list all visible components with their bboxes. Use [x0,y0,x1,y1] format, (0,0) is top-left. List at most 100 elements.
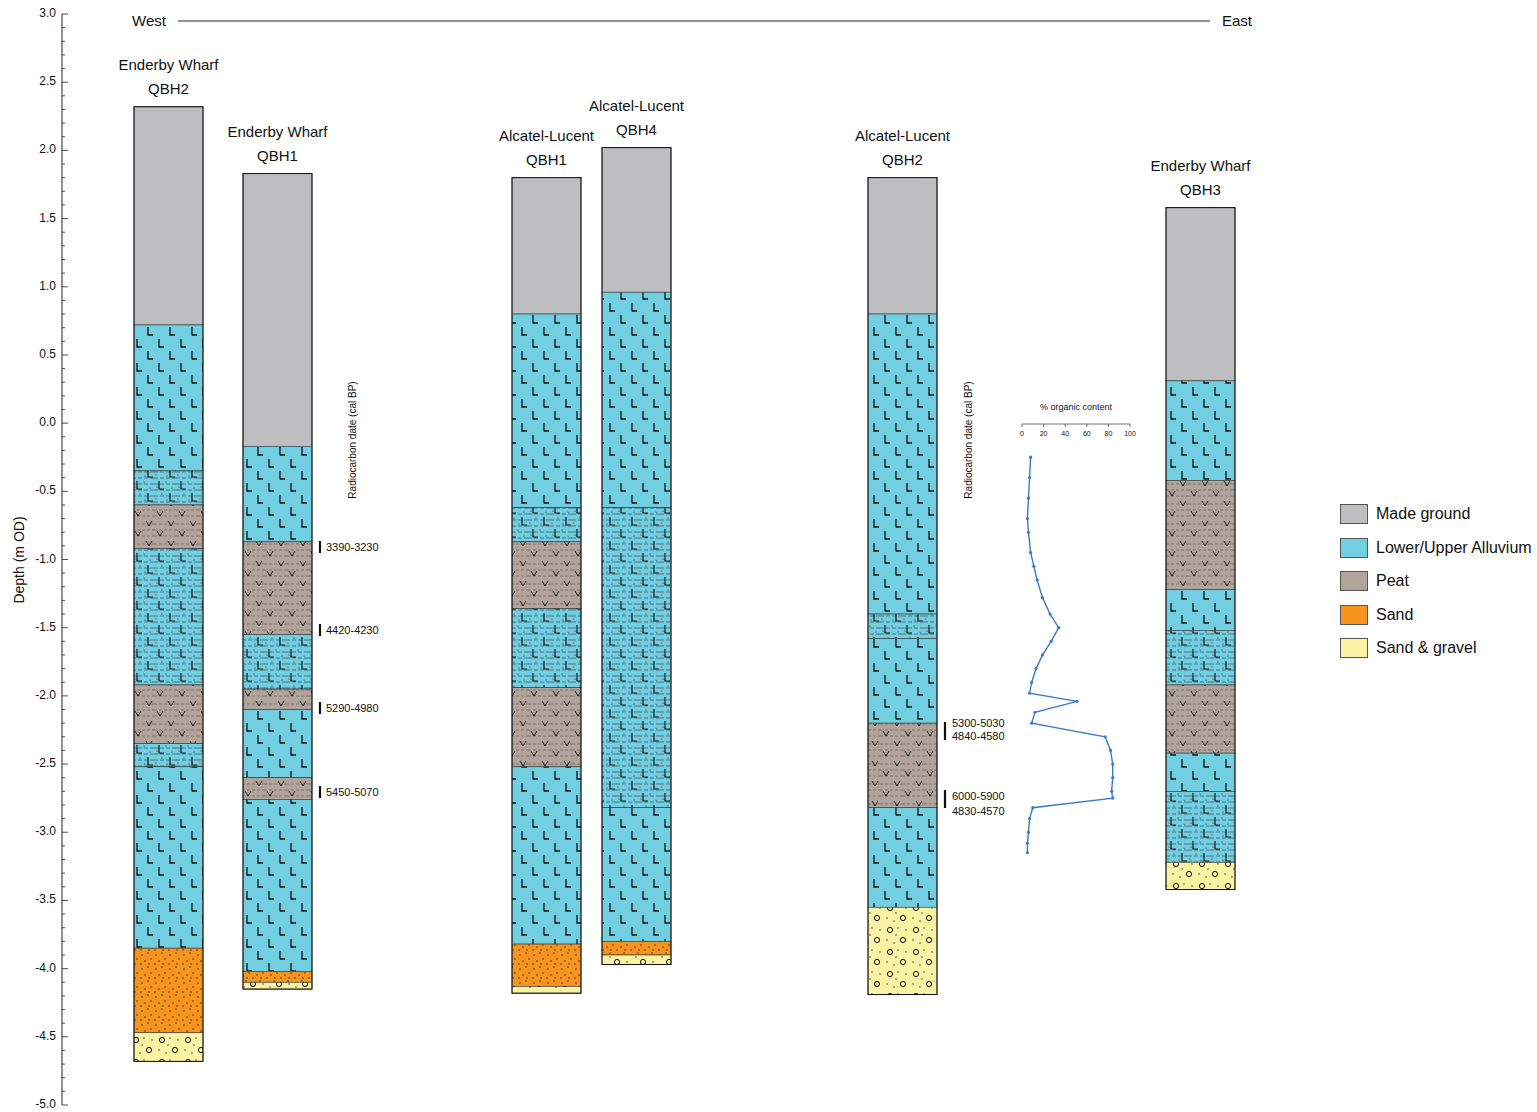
column-outline [134,107,203,1062]
column-outline [512,178,581,994]
tick-label: 100 [1124,430,1136,438]
stratum-layer [243,689,312,709]
stratum-layer [1166,791,1235,862]
stratum-layer [134,1033,203,1062]
stratum-layer [1166,753,1235,791]
stratum-layer [243,635,312,690]
stratum-layer [868,314,937,614]
tick-label: 20 [1040,430,1048,438]
stratum-layer [512,767,581,944]
tick-label: -5.0 [35,1098,56,1111]
stratum-layer [134,744,203,767]
column-outline [868,178,937,995]
radiocarbon-date: 4830-4570 [952,805,1005,817]
stratum-layer [243,982,312,989]
tick-label: -2.5 [35,757,56,770]
tick-label: 0.5 [39,348,56,361]
radiocarbon-date: 6000-5900 [952,790,1005,802]
legend-swatch [1340,571,1368,591]
borehole-columns [134,107,1235,1062]
stratum-layer [134,767,203,948]
stratum-layer [868,614,937,639]
borehole-column: Alcatel-Lucent QBH4 [572,94,702,965]
stratum-layer [512,944,581,986]
stratum-layer [1166,630,1235,685]
stratum-layer [512,688,581,767]
legend-label: Lower/Upper Alluvium [1376,539,1532,557]
stratum-layer [868,808,937,908]
borehole-name: Enderby Wharf QBH1 [216,120,340,168]
stratum-layer [243,971,312,982]
organic-curve [1022,424,1130,854]
legend-label: Sand [1376,606,1413,624]
tick-label: -4.5 [35,1030,56,1043]
tick-label: 2.5 [39,76,56,89]
stratum-layer [243,778,312,800]
legend-swatch [1340,538,1368,558]
borehole-name: Enderby Wharf QBH3 [1139,154,1263,202]
stratum-layer [134,107,203,325]
column-outline [602,148,671,965]
stratum-layer [602,292,671,507]
tick-label: 1.5 [39,212,56,225]
direction-label: East [1222,13,1252,30]
chart-title: % organic content [1040,403,1112,413]
borehole-column: Enderby Wharf QBH1 [213,120,343,990]
tick-label: 2.0 [39,144,56,157]
stratum-layer [243,800,312,972]
tick-label: -1.0 [35,553,56,566]
stratum-layer [512,609,581,688]
borehole-name: Alcatel-Lucent QBH1 [485,124,609,172]
tick-label: -3.0 [35,826,56,839]
tick-label: -2.0 [35,689,56,702]
stratum-layer [134,685,203,744]
stratum-layer [134,325,203,471]
stratum-layer [868,639,937,724]
tick-label: 1.0 [39,280,56,293]
legend-label: Sand & gravel [1376,639,1477,657]
tick-label: -1.5 [35,621,56,634]
depth-axis [62,14,68,1105]
stratum-layer [512,542,581,609]
legend-swatch [1340,605,1368,625]
borehole-name: Alcatel-Lucent QBH4 [575,94,699,142]
borehole-column: Alcatel-Lucent QBH1 [482,124,612,994]
stratum-layer [602,808,671,942]
stratum-layer [1166,480,1235,589]
stratum-layer [1166,685,1235,753]
date-markers [320,541,945,808]
stratum-layer [134,549,203,685]
borehole-column: Enderby Wharf QBH3 [1136,154,1266,890]
column-outline [1166,208,1235,890]
stratum-layer [602,148,671,293]
borehole-name: Enderby Wharf QBH2 [107,53,231,101]
radiocarbon-date: 5450-5070 [326,786,379,798]
stratum-layer [1166,381,1235,481]
stratum-layer [243,542,312,635]
stratum-layer [134,471,203,505]
tick-label: 3.0 [39,7,56,20]
legend-label: Peat [1376,572,1409,590]
tick-label: 80 [1104,430,1112,438]
column-outline [243,174,312,990]
transect-line [178,21,1210,22]
stratum-layer [868,178,937,314]
legend-label: Made ground [1376,505,1470,523]
stratum-layer [134,505,203,549]
radiocarbon-date: 4420-4230 [326,624,379,636]
tick-label: -3.5 [35,894,56,907]
stratum-layer [512,508,581,542]
stratum-layer [1166,862,1235,889]
axis-title: Depth (m OD) [12,516,27,603]
stratum-layer [243,710,312,778]
tick-label: 60 [1083,430,1091,438]
tick-label: -0.5 [35,485,56,498]
radiocarbon-date: 5300-5030 [952,717,1005,729]
legend-swatch [1340,504,1368,524]
stratum-layer [134,948,203,1033]
stratum-layer [1166,208,1235,381]
date-heading: Radiocarbon date (cal BP) [963,381,974,498]
stratum-layer [512,986,581,993]
tick-label: -4.0 [35,962,56,975]
